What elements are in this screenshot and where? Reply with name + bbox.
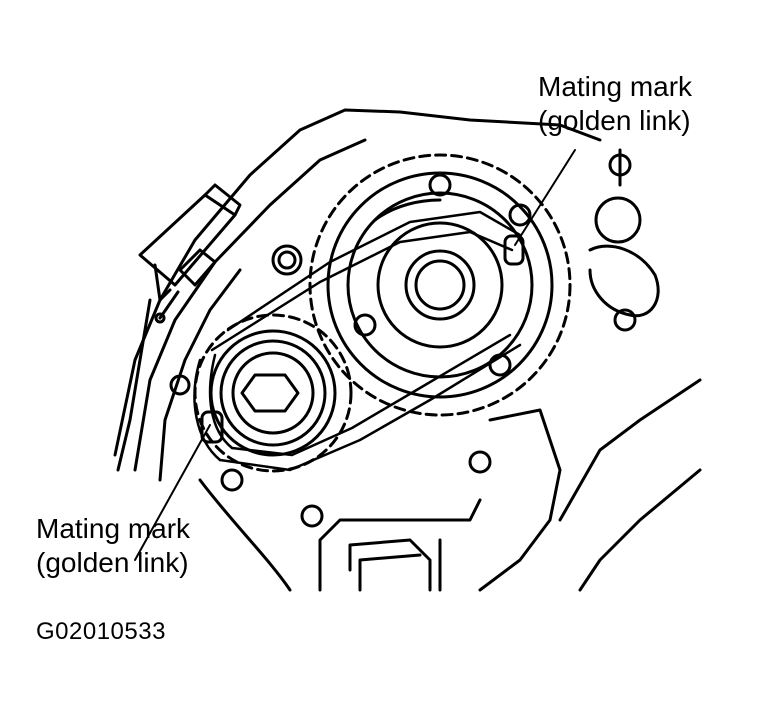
callout-bottom-line2: (golden link) — [36, 547, 189, 578]
callout-top-line1: Mating mark — [538, 71, 693, 102]
cam-sprocket — [308, 153, 572, 417]
figure-id: G02010533 — [36, 618, 166, 645]
golden-link-marks — [200, 234, 525, 444]
mating-mark-label-bottom: Mating mark (golden link) — [36, 512, 190, 580]
callout-top-line2: (golden link) — [538, 105, 691, 136]
timing-chain — [193, 210, 522, 472]
right-side-features — [468, 148, 702, 592]
callout-bottom-line1: Mating mark — [36, 513, 191, 544]
lower-housing — [169, 374, 432, 592]
idler-bolt — [271, 244, 303, 276]
engine-housing — [113, 108, 602, 592]
sensor-bracket — [138, 183, 242, 324]
crank-sprocket — [193, 313, 353, 473]
leader-lines — [134, 149, 576, 561]
mating-mark-label-top: Mating mark (golden link) — [538, 70, 692, 138]
